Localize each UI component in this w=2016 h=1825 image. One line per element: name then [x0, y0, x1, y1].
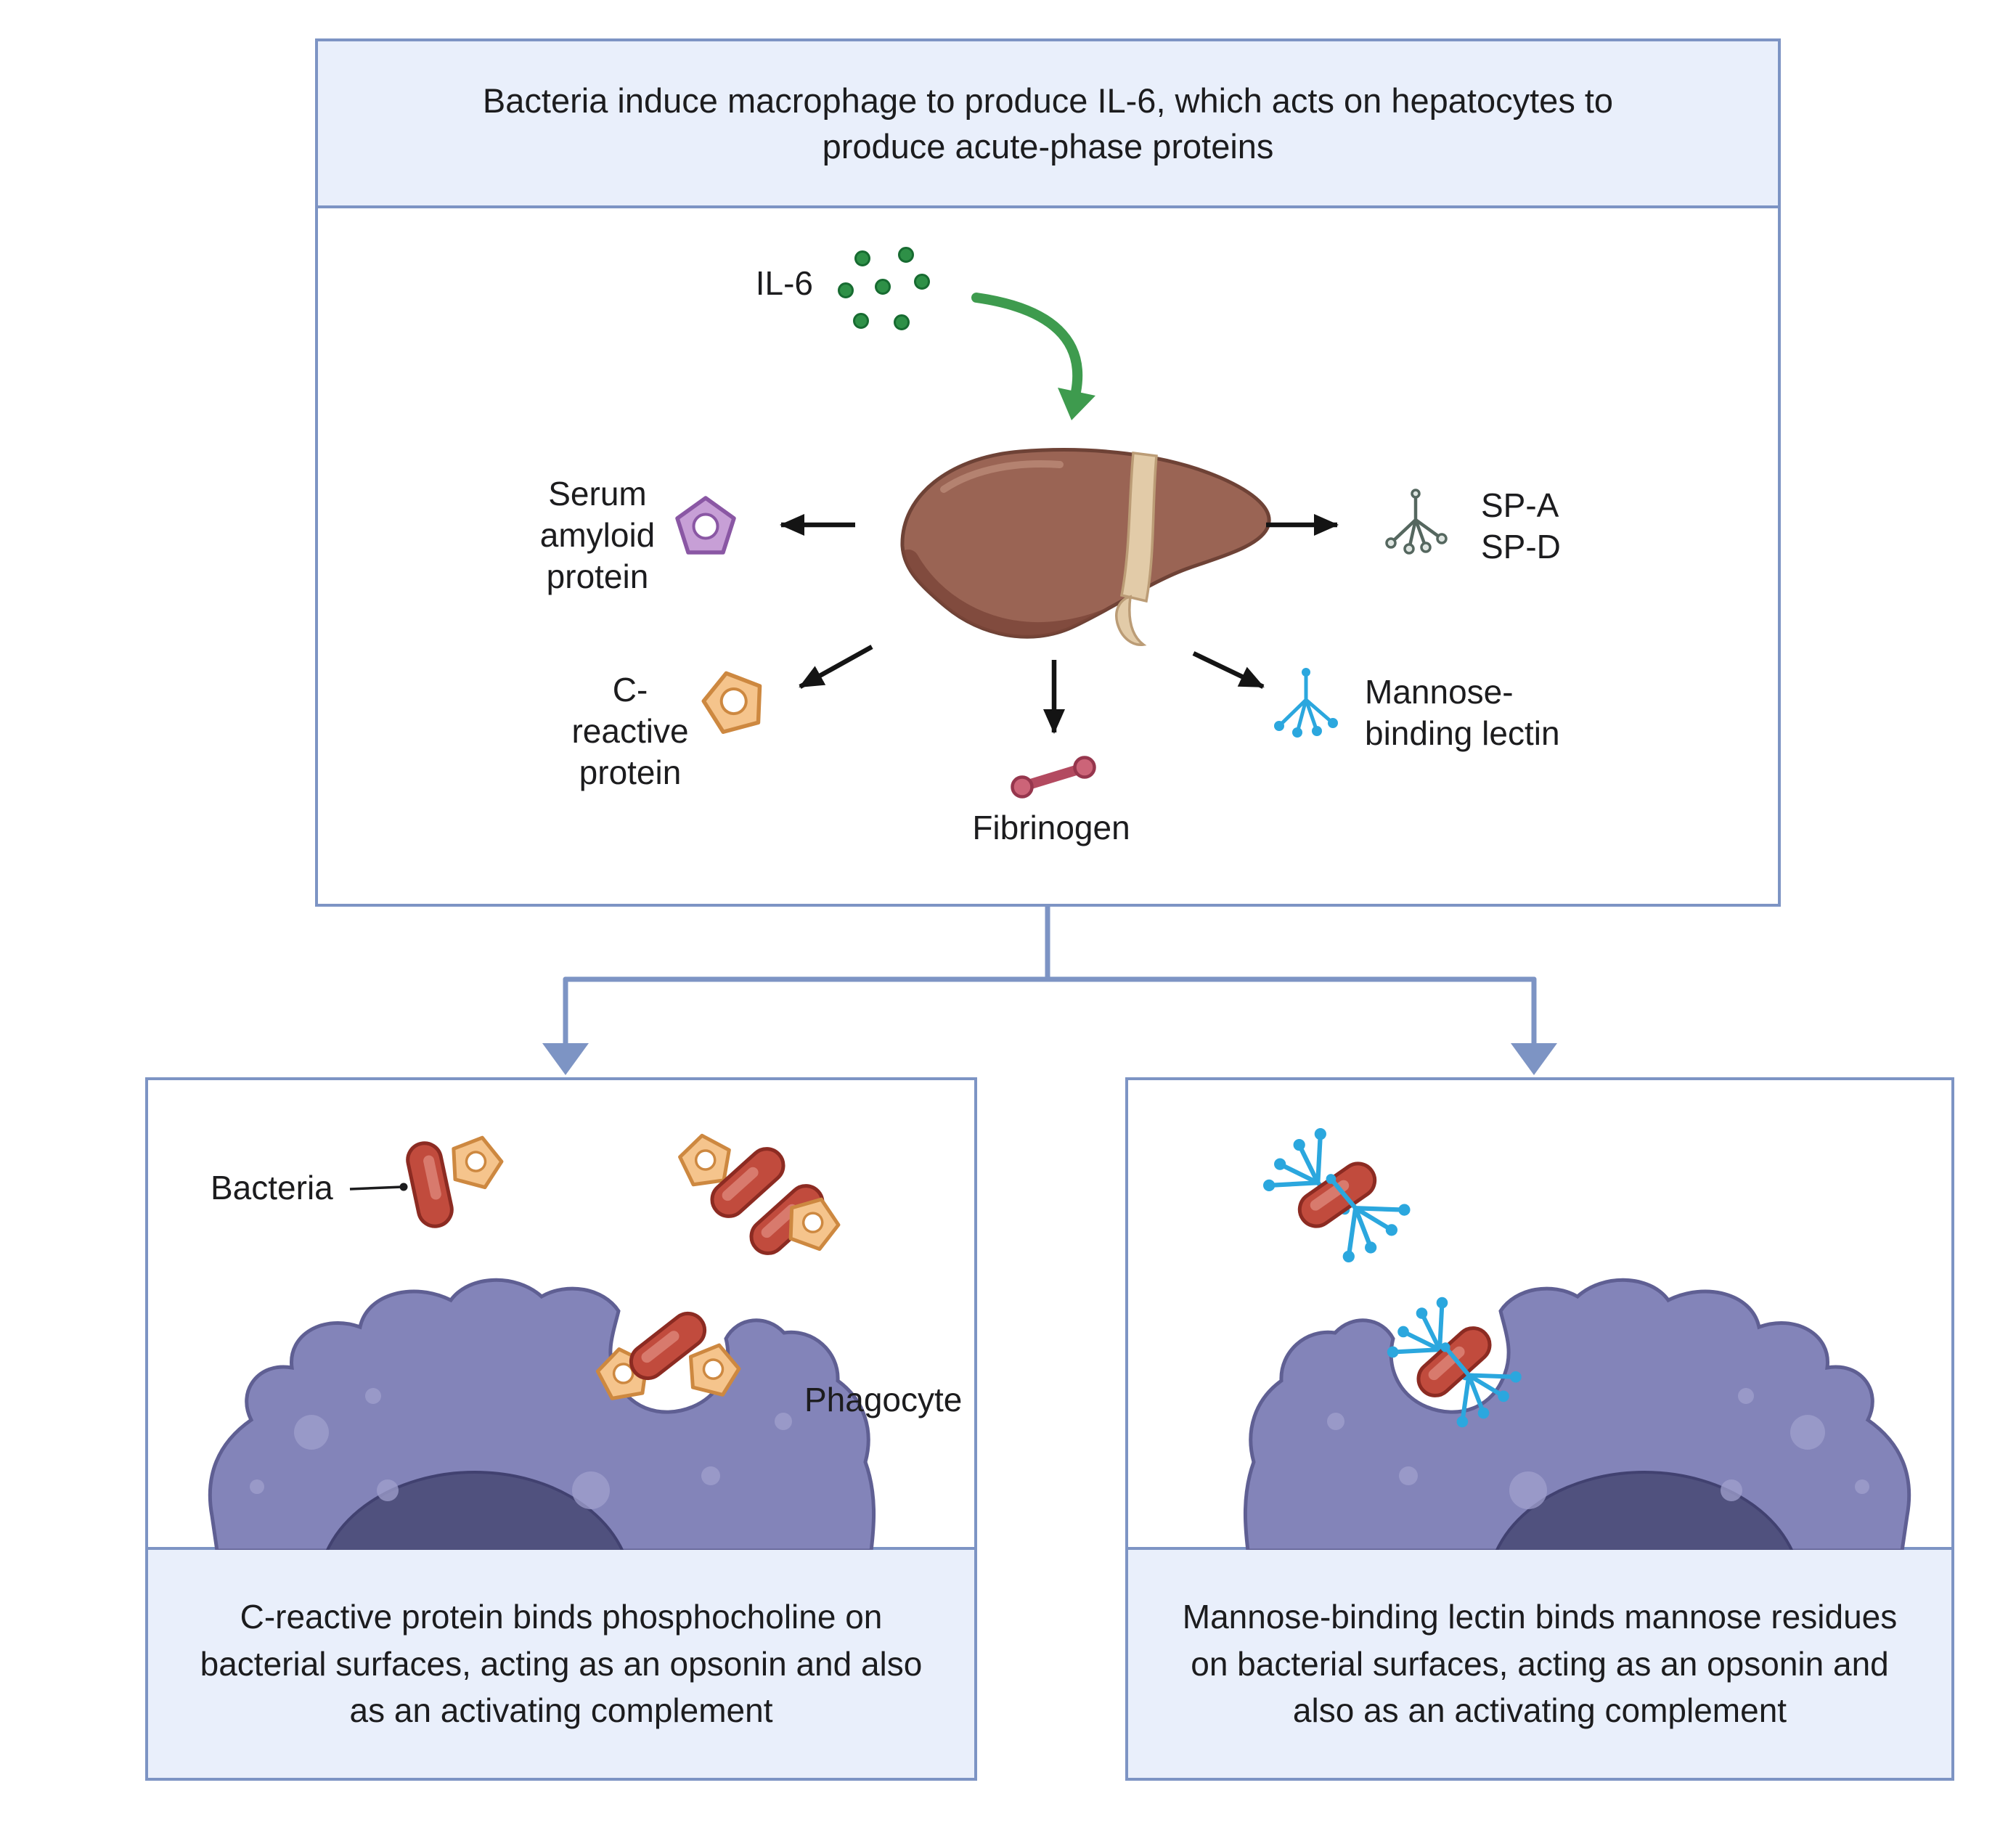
- bacteria-label: Bacteria: [211, 1169, 333, 1207]
- phagocyte-cell: [208, 1278, 876, 1550]
- protein-arrows-icon: [780, 514, 1339, 734]
- sp-icon: [1385, 489, 1448, 555]
- serum-amyloid-label: Serum amyloid protein: [539, 475, 656, 596]
- right-caption: Mannose-binding lectin binds mannose res…: [1128, 1547, 1951, 1778]
- mbl-label: Mannose- binding lectin: [1365, 673, 1560, 753]
- top-panel-header: Bacteria induce macrophage to produce IL…: [318, 41, 1778, 208]
- serum-amyloid-icon: [675, 496, 736, 555]
- left-caption: C-reactive protein binds phosphocholine …: [148, 1547, 974, 1778]
- fibrinogen-label: Fibrinogen: [972, 809, 1130, 846]
- fibrinogen-icon: [1011, 756, 1096, 799]
- crp-label: C- reactive protein: [571, 671, 689, 792]
- sp-label: SP-A SP-D: [1481, 486, 1561, 566]
- connector-arrows-icon: [542, 907, 1557, 1075]
- liver-icon: [900, 448, 1271, 646]
- il6-to-liver-arrow-icon: [971, 293, 1095, 420]
- right-scene-illustration: [1243, 1080, 1911, 1550]
- phagocyte-cell: [1243, 1278, 1911, 1550]
- il6-label: IL-6: [755, 264, 813, 302]
- il6-molecules-icon: [838, 247, 930, 330]
- left-scene-illustration: [208, 1080, 876, 1550]
- top-panel: Bacteria induce macrophage to produce IL…: [315, 38, 1781, 907]
- bacterium-with-crp: [404, 1131, 844, 1260]
- bacterium-with-mbl: [1256, 1121, 1418, 1270]
- mbl-icon: [1274, 668, 1338, 738]
- crp-icon: [701, 671, 762, 734]
- phagocyte-label: Phagocyte: [804, 1381, 963, 1418]
- bacteria-pointer: [349, 1183, 408, 1191]
